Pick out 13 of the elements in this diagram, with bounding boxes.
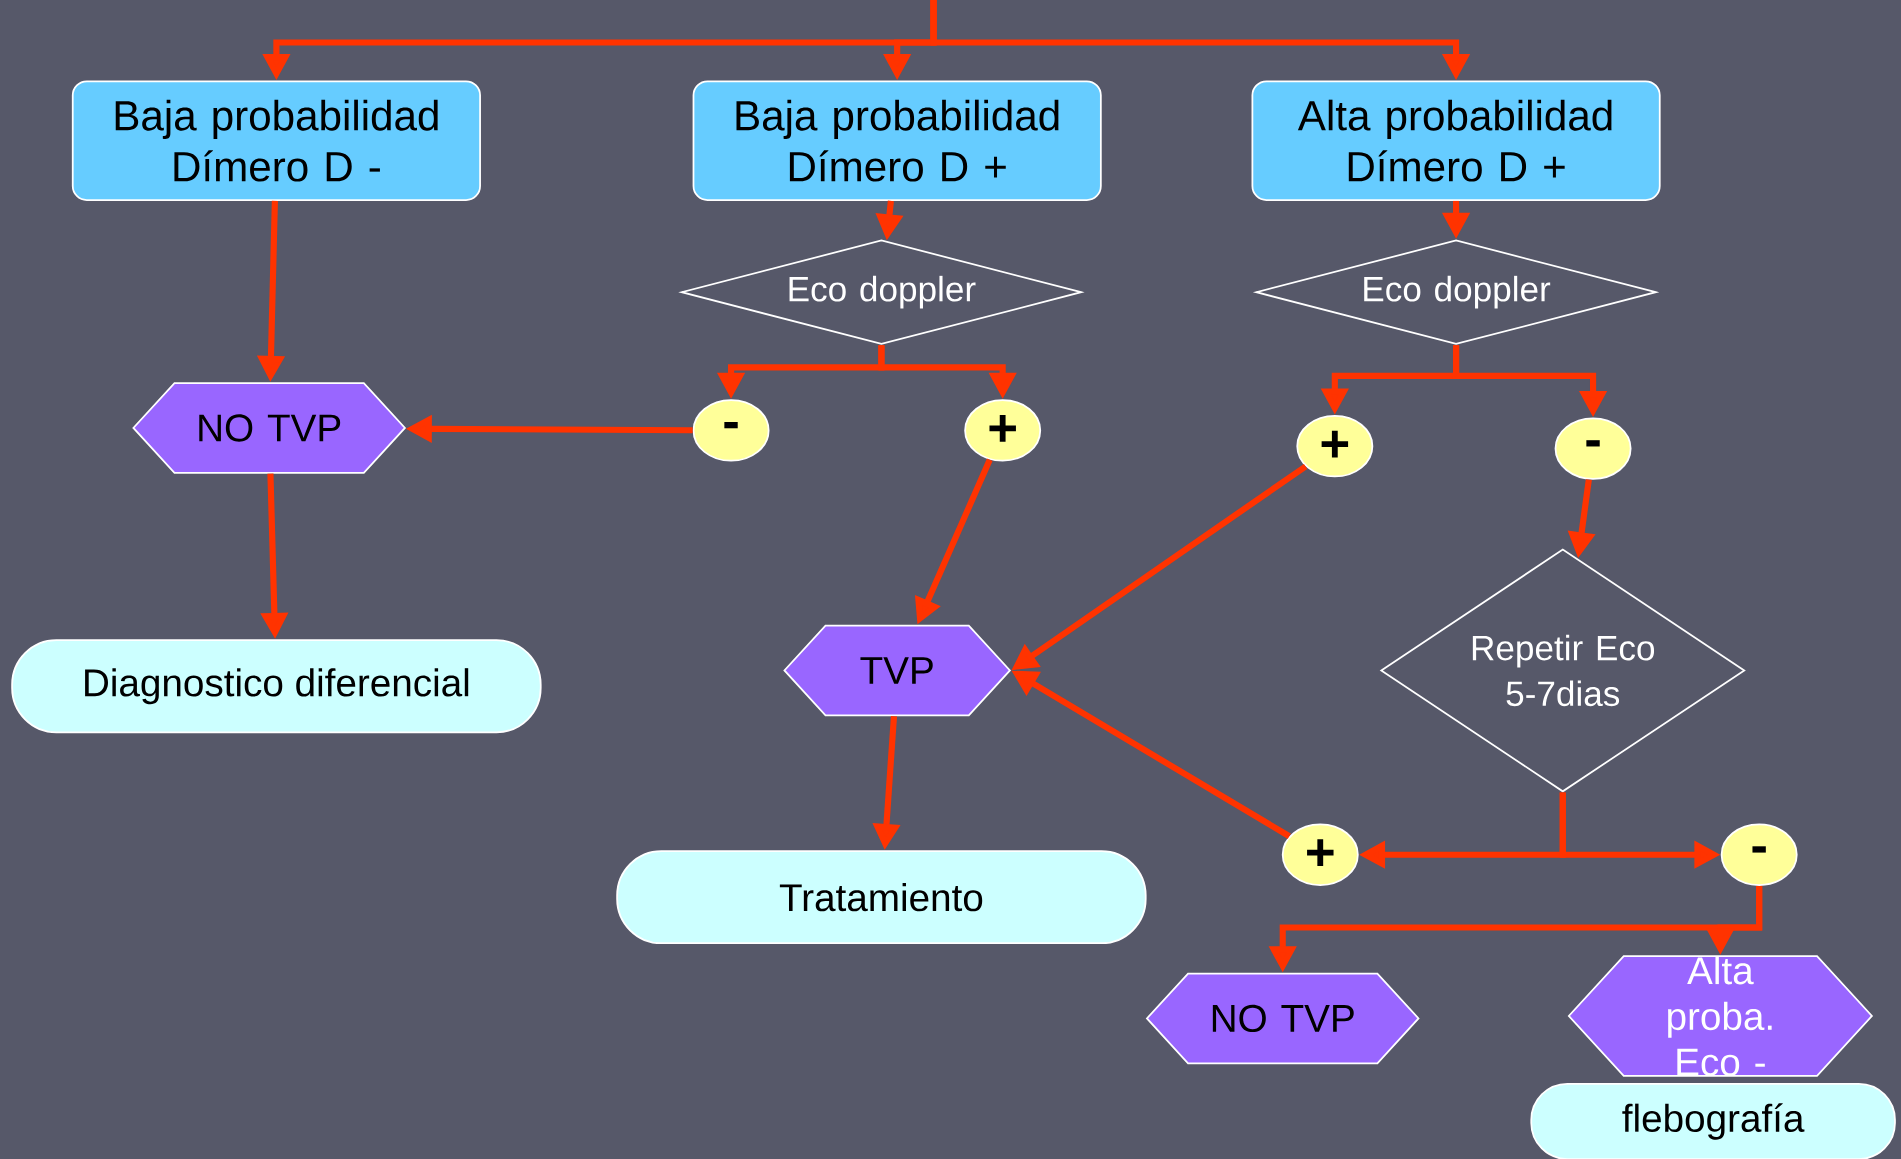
probability-box: Baja probabilidad Dímero D - [71,80,481,201]
result-oval: - [1720,823,1798,886]
result-oval: + [1281,823,1359,886]
terminal-oval: flebografía [1530,1083,1896,1159]
outcome-hexagon: NO TVP [132,382,407,474]
probability-box: Alta probabilidad Dímero D + [1251,80,1661,201]
probability-box: Baja probabilidad Dímero D + [692,80,1102,201]
outcome-hexagon: NO TVP [1145,972,1420,1065]
outcome-hexagon: TVP [783,624,1012,717]
result-oval: + [964,399,1042,462]
result-oval: + [1296,414,1374,478]
result-oval: - [692,399,770,462]
result-oval: - [1554,417,1632,480]
